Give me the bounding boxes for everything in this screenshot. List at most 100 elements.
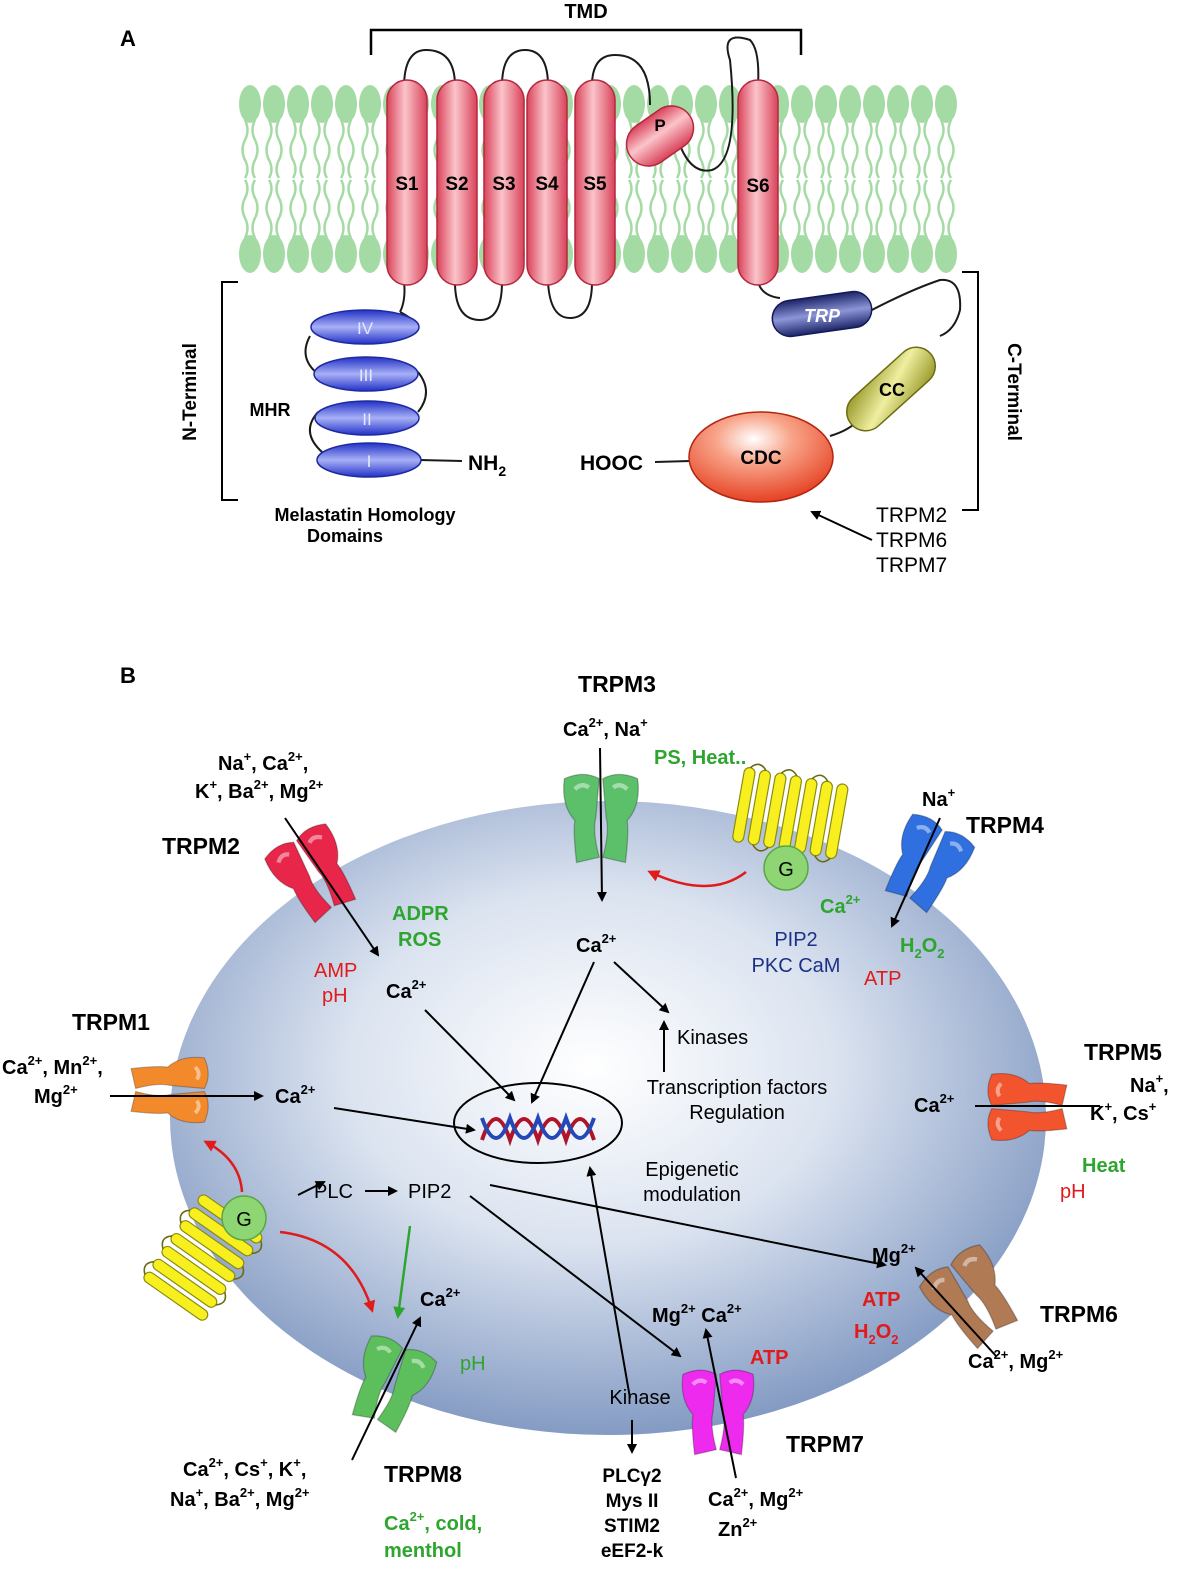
lipid-head (623, 235, 645, 273)
trpm7-inh-atp: ATP (750, 1347, 789, 1369)
trpm4-inh-atp: ATP (864, 968, 901, 990)
c-terminal-label: C-Terminal (1003, 343, 1024, 441)
trpm4-mod-pkc: PKC CaM (752, 955, 841, 977)
trpm7-target-eef2k: eEF2-k (601, 1541, 664, 1562)
trpm3-group: TRPM3 Ca2+, Na+ PS, Heat.. G Ca2+ (563, 671, 851, 957)
trpm7-zn: Zn2+ (718, 1515, 758, 1541)
mhr-domain-ii: II (314, 400, 420, 436)
nucleus (453, 1082, 623, 1164)
lipid-tail (937, 119, 955, 239)
lipid-tail (841, 119, 859, 239)
gpcr-to-trpm3-arrow (647, 870, 747, 888)
trpm5-ca-inside: Ca2+ (914, 1091, 955, 1117)
mhr-domain-iii: III (313, 356, 419, 392)
cdc-domain: CDC (688, 411, 834, 503)
c-terminal-bracket (962, 271, 979, 511)
helix-s6-label: S6 (746, 176, 769, 197)
lipid-head (311, 235, 333, 273)
lipid-head (911, 85, 933, 123)
trpm7-target-mys: Mys II (606, 1491, 659, 1512)
cdc-label: CDC (740, 448, 781, 469)
gpcr-bottom: G (137, 1189, 269, 1326)
tmd-label: TMD (564, 1, 607, 23)
trpm5-inh-ph: pH (1060, 1181, 1086, 1203)
lipid-tail (697, 119, 715, 239)
lipid-head (719, 85, 741, 123)
trpm2-ions-line2: K+, Ba2+, Mg2+ (195, 777, 324, 803)
trpm7-target-stim: STIM2 (604, 1516, 660, 1537)
mhr-domain-i: I (316, 442, 422, 478)
helix-s4: S4 (526, 79, 568, 286)
mhr-i-label: I (367, 452, 372, 471)
lipid-tail (817, 119, 835, 239)
mhr-iii-label: III (359, 366, 373, 385)
kinase-trpm6: TRPM6 (876, 529, 947, 552)
trpm7-group: Mg2+ Ca2+ ATP Kinase TRPM7 Ca2+, Mg2+ Zn… (601, 1301, 864, 1562)
helix-s3: S3 (483, 79, 525, 286)
lipid-head (791, 85, 813, 123)
lipid-head (287, 235, 309, 273)
g-protein-top-label: G (778, 859, 794, 881)
trpm7-kinase: Kinase (609, 1387, 670, 1409)
extracellular-loops (403, 36, 760, 172)
helix-s6: S6 (737, 79, 779, 286)
trpm6-group: Mg2+ ATP H2O2 TRPM6 Ca2+, Mg2+ (854, 1241, 1118, 1373)
dna-strand-red (480, 1117, 596, 1147)
trpm3-ca-inside: Ca2+ (576, 931, 617, 957)
helix-s4-label: S4 (535, 174, 559, 195)
lipid-head (935, 235, 957, 273)
trpm1-ions-line2: Mg2+ (34, 1082, 78, 1108)
trpm6-ions: Ca2+, Mg2+ (968, 1347, 1064, 1373)
lipid-head (839, 85, 861, 123)
helix-s1: S1 (386, 79, 428, 286)
mhr-ii-label: II (362, 410, 371, 429)
lipid-tail (337, 119, 355, 239)
lipid-head (239, 85, 261, 123)
lipid-head (359, 235, 381, 273)
trpm5-group: TRPM5 Na+, K+, Cs+ Ca2+ Heat pH (914, 1039, 1169, 1203)
trpm8-act-line1: Ca2+, cold, (384, 1509, 482, 1535)
trp-domain: TRP (771, 290, 873, 338)
gpcr-top: G (730, 761, 851, 891)
pip2-to-trpm8-arrow (393, 1225, 412, 1319)
g-protein-bottom-label: G (236, 1209, 252, 1231)
mhr-domains: IV III II I (304, 309, 463, 478)
lipid-head (911, 235, 933, 273)
trpm4-mod-pip2: PIP2 (774, 929, 817, 951)
lipid-head (311, 85, 333, 123)
cell-body (170, 801, 1046, 1435)
trpm3-ions: Ca2+, Na+ (563, 715, 648, 741)
g-protein-top (763, 845, 809, 891)
lipid-head (695, 235, 717, 273)
lipid-head (719, 235, 741, 273)
trpm1-ions-line1: Ca2+, Mn2+, (2, 1053, 103, 1079)
trpm6-name: TRPM6 (1040, 1301, 1118, 1327)
intracellular-arrows (297, 961, 887, 1454)
trpm8-name: TRPM8 (384, 1461, 462, 1487)
lipid-tail (313, 119, 331, 239)
trpm8-ca-inside: Ca2+ (420, 1285, 461, 1311)
trpm6-mg-inside: Mg2+ (872, 1241, 916, 1267)
lipid-head (239, 235, 261, 273)
trpm3-name: TRPM3 (578, 671, 656, 697)
helix-s3-label: S3 (492, 174, 515, 195)
trpm8-act-line2: menthol (384, 1540, 462, 1562)
g-protein-bottom (221, 1195, 267, 1241)
trpm7-ions: Ca2+, Mg2+ (708, 1485, 804, 1511)
lipid-head (887, 85, 909, 123)
pore-label: P (654, 116, 665, 135)
trpm2-group: Na+, Ca2+, K+, Ba2+, Mg2+ TRPM2 ADPR ROS… (162, 749, 449, 1007)
trpm4-act-h2o2: H2O2 (900, 935, 944, 961)
transmembrane-helices: S1 S2 S3 S4 S5 P (386, 79, 779, 286)
kinase-trpm7: TRPM7 (876, 554, 947, 577)
melastatin-line2: Domains (307, 526, 383, 546)
trpm8-ions-line1: Ca2+, Cs+, K+, (183, 1455, 306, 1481)
trpm2-ions-line1: Na+, Ca2+, (218, 749, 308, 775)
plc-label: PLC (314, 1181, 353, 1203)
lipid-head (623, 85, 645, 123)
intracellular-loops (399, 281, 781, 322)
kinase-arrow (810, 510, 873, 541)
trpm8-group: Ca2+ pH Ca2+, Cs+, K+, Na+, Ba2+, Mg2+ T… (170, 1285, 486, 1562)
trpm5-ions-line2: K+, Cs+ (1090, 1099, 1157, 1125)
pore-helix: P (625, 105, 695, 167)
